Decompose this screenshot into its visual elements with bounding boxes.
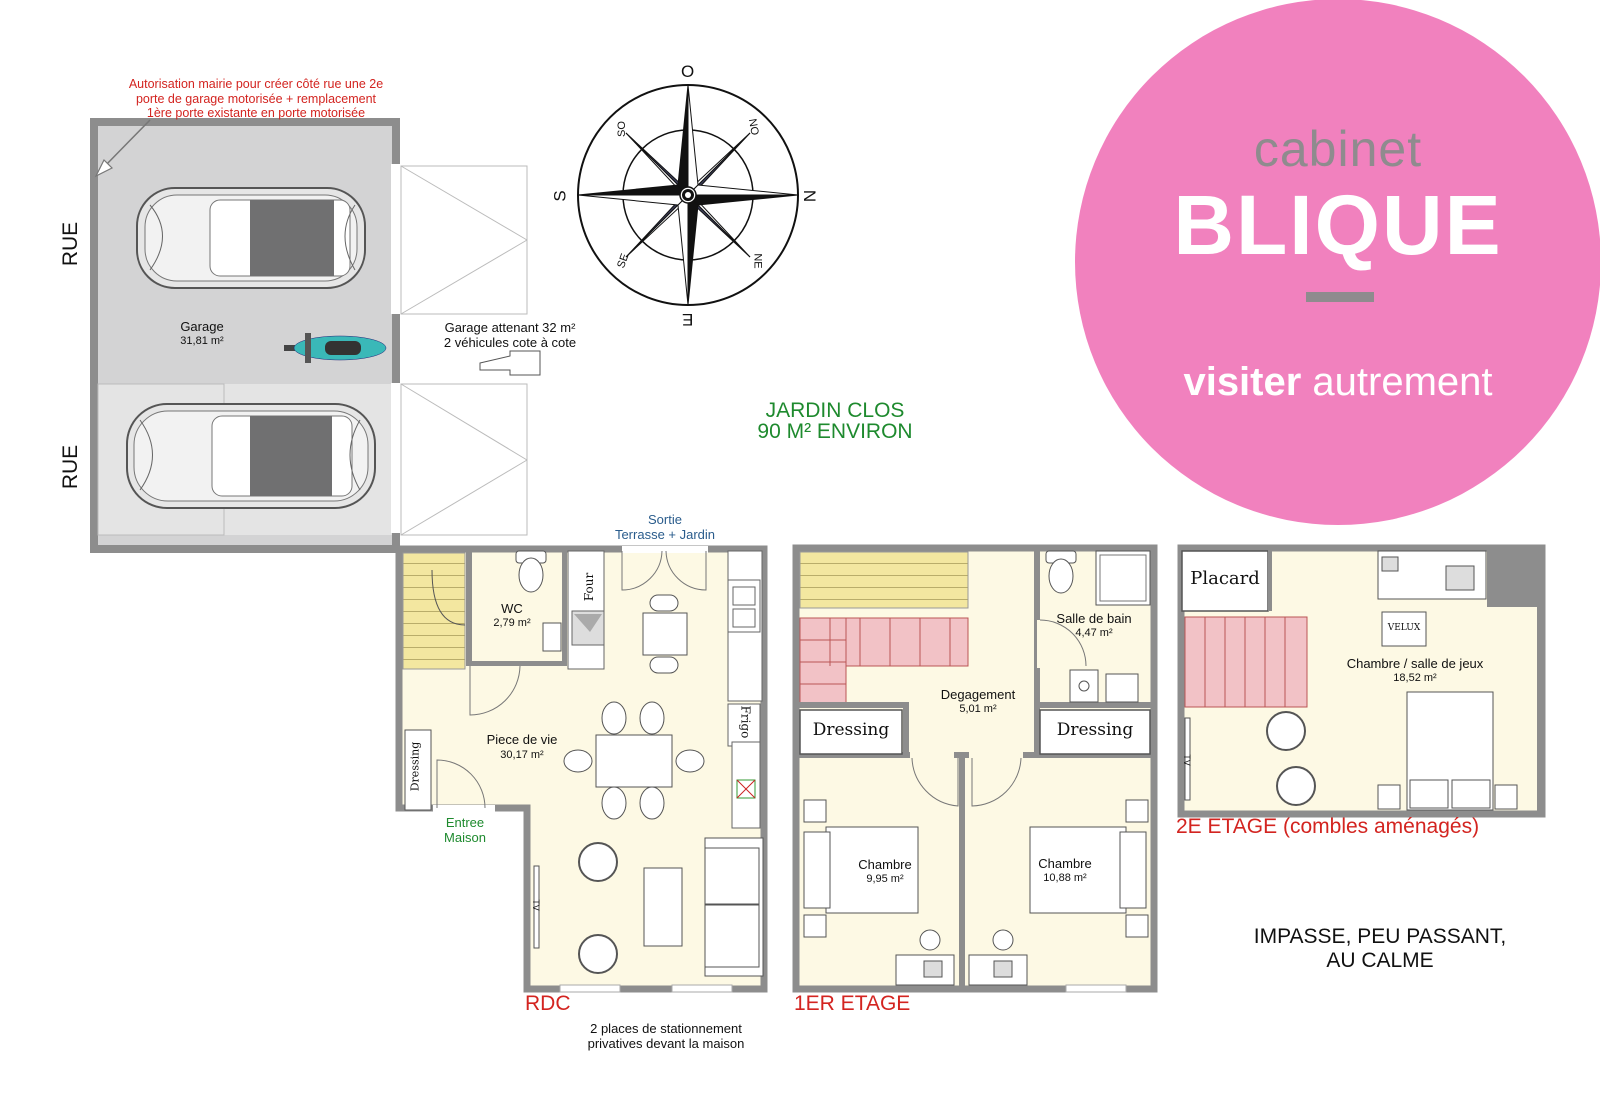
rdc-entrance-line2: Maison (444, 830, 486, 845)
garage-area: 31,81 m² (180, 335, 224, 347)
rdc-wc-area: 2,79 m² (493, 617, 531, 629)
scooter (284, 333, 387, 363)
rdc-entrance-line1: Entree (445, 815, 485, 830)
compass-northeast-label: NE (751, 253, 764, 269)
compass-south-label: S (550, 190, 570, 202)
rdc-living-area: 30,17 m² (500, 749, 544, 761)
floor1-bed2-area: 10,88 m² (1043, 872, 1087, 884)
floor1-bath-area: 4,47 m² (1075, 627, 1113, 639)
brand-circle (1075, 0, 1600, 525)
street-label-top: RUE (59, 221, 83, 267)
floor2-room-area: 18,52 m² (1393, 672, 1437, 684)
rdc-parking-label: 2 places de stationnement privatives dev… (566, 1021, 766, 1051)
compass (577, 84, 799, 306)
floor1-bed2-name: Chambre (1038, 856, 1092, 871)
floor1-hall-area: 5,01 m² (959, 703, 997, 715)
garage-plan (90, 118, 541, 553)
compass-north-label: N (800, 189, 820, 203)
floor1-bed1-area: 9,95 m² (866, 873, 904, 885)
floor2-closet-label: Placard (1190, 568, 1260, 589)
brand-tagline: visiter autrement (1160, 360, 1516, 405)
floor1-bed1-name: Chambre (858, 857, 912, 872)
brand-underline (1306, 292, 1374, 302)
floor1-bath-name: Salle de bain (1056, 611, 1132, 626)
neighborhood-label: IMPASSE, PEU PASSANT, AU CALME (1220, 925, 1540, 973)
brand-top: cabinet (1253, 121, 1423, 177)
car-2 (126, 403, 376, 509)
floor1-dressing-right: Dressing (1056, 720, 1134, 740)
rdc-wc-name: WC (501, 601, 523, 616)
garage-note-line1: Autorisation mairie pour créer côté rue … (128, 77, 384, 91)
garage-info-line1: Garage attenant 32 m² (444, 320, 576, 335)
brand-tagline-bold: visiter (1183, 360, 1302, 404)
floor1-title: 1ER ETAGE (794, 992, 911, 1015)
brand-tagline-light: autrement (1301, 360, 1493, 404)
compass-northwest-label: NO (745, 117, 761, 137)
floor2-velux-label: VELUX (1387, 623, 1421, 633)
rdc-tv-label: TV (530, 899, 541, 911)
rdc-entrance-label: Entree Maison (430, 815, 500, 845)
compass-southwest-label: SO (615, 121, 628, 137)
street-label-bottom: RUE (59, 444, 83, 490)
neighborhood-line2: AU CALME (1326, 949, 1434, 972)
garage-name: Garage (180, 319, 224, 334)
rdc-living-name: Piece de vie (486, 732, 558, 747)
floor2-room-name: Chambre / salle de jeux (1346, 656, 1484, 671)
floor1-dressing-left: Dressing (812, 720, 890, 740)
garage-note: Autorisation mairie pour créer côté rue … (96, 77, 416, 121)
rdc-exit-label: Sortie Terrasse + Jardin (600, 512, 730, 542)
rdc-dressing-label: Dressing (408, 741, 422, 792)
rdc-parking-line1: 2 places de stationnement (590, 1021, 742, 1036)
neighborhood-line1: IMPASSE, PEU PASSANT, (1253, 925, 1507, 948)
rdc-exit-line1: Sortie (648, 512, 682, 527)
brand-name: BLIQUE (1173, 178, 1503, 272)
compass-east-label: E (682, 310, 694, 329)
garden-label: JARDIN CLOS 90 M² ENVIRON (735, 400, 935, 442)
rdc-fridge-label: Frigo (738, 705, 753, 739)
floor2-plan (1177, 544, 1546, 818)
garage-info: Garage attenant 32 m² 2 véhicules cote à… (420, 320, 600, 350)
floor1-hall-name: Degagement (940, 687, 1016, 702)
floor2-title: 2E ETAGE (combles aménagés) (1176, 815, 1480, 838)
rdc-exit-line2: Terrasse + Jardin (614, 527, 716, 542)
garden-line2: 90 M² ENVIRON (757, 420, 913, 443)
rdc-oven-label: Four (582, 572, 597, 602)
rdc-plan (395, 545, 768, 993)
floor2-tv-label: TV (1181, 754, 1192, 766)
floor1-plan (792, 544, 1158, 993)
garage-info-line2: 2 véhicules cote à cote (443, 335, 577, 350)
car-1 (136, 187, 366, 289)
rdc-parking-line2: privatives devant la maison (587, 1036, 745, 1051)
garden-line1: JARDIN CLOS (765, 399, 905, 422)
garage-note-line2: porte de garage motorisée + remplacement (135, 91, 377, 106)
garage-note-line3: 1ère porte existante en porte motorisée (146, 106, 366, 120)
rdc-title: RDC (525, 992, 571, 1015)
compass-west-label: O (681, 62, 695, 81)
